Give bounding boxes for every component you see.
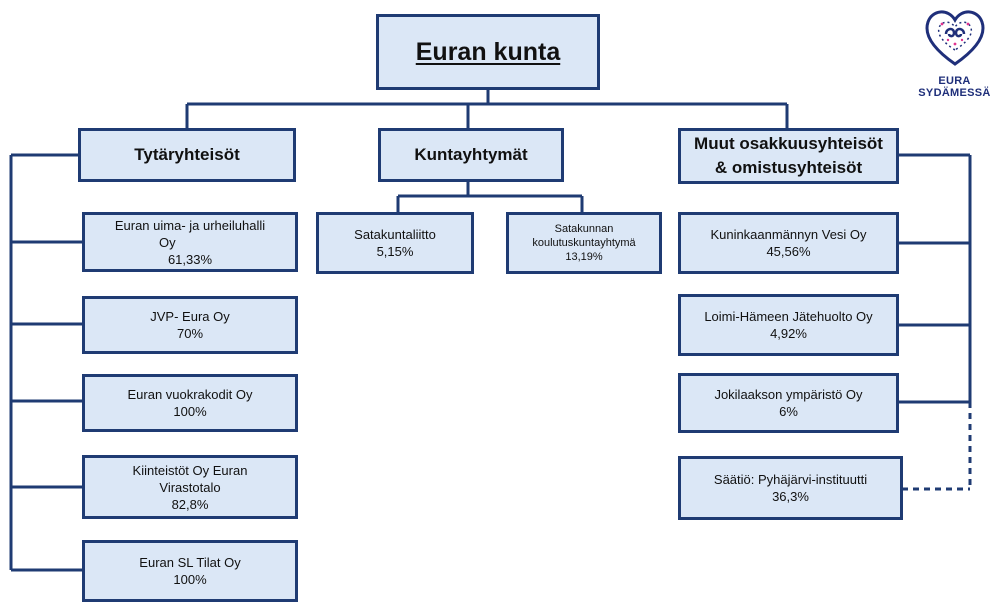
associate-box: Jokilaakson ympäristö Oy 6% <box>678 373 899 433</box>
entity-name: Säätiö: Pyhäjärvi-instituutti <box>713 472 868 487</box>
federation-box: Satakunnan koulutuskuntayhtymä 13,19% <box>506 212 662 274</box>
entity-name: Satakuntaliitto <box>354 227 436 242</box>
group-federations-header: Kuntayhtymät <box>378 128 564 182</box>
ownership-share: 61,33% <box>167 251 213 267</box>
entity-name-line2: Virastotalo <box>159 479 221 495</box>
group-subsidiaries-header: Tytäryhteisöt <box>78 128 296 182</box>
federation-box: Satakuntaliitto 5,15% <box>316 212 474 274</box>
ownership-share: 6% <box>779 404 798 419</box>
logo-text-line2: SYDÄMESSÄ <box>918 87 991 99</box>
ownership-share: 5,15% <box>376 244 414 259</box>
entity-name: Euran vuokrakodit Oy <box>127 387 253 402</box>
ownership-share: 82,8% <box>171 496 209 512</box>
subsidiary-box: Euran SL Tilat Oy 100% <box>82 540 298 602</box>
ownership-share: 4,92% <box>770 326 807 341</box>
entity-name-line2: Oy <box>159 234 176 250</box>
ownership-share: 70% <box>176 326 204 341</box>
root-title: Euran kunta <box>415 37 561 66</box>
ownership-share: 100% <box>173 404 207 419</box>
entity-name: Kiinteistöt Oy Euran <box>132 462 248 478</box>
subsidiary-box: Kiinteistöt Oy Euran Virastotalo 82,8% <box>82 455 298 519</box>
group-title-line2: & omistusyhteisöt <box>714 158 863 177</box>
heart-swirl-icon <box>925 10 984 66</box>
ownership-share: 13,19% <box>565 251 603 263</box>
logo-text-line1: EURA <box>938 75 971 87</box>
eura-logo: EURA SYDÄMESSÄ <box>906 4 1003 104</box>
associate-box: Kuninkaanmännyn Vesi Oy 45,56% <box>678 212 899 274</box>
group-title-line1: Muut osakkuusyhteisöt <box>694 134 883 153</box>
group-associates-header: Muut osakkuusyhteisöt & omistusyhteisöt <box>678 128 899 184</box>
root-box: Euran kunta <box>376 14 600 90</box>
entity-name: Euran uima- ja urheiluhalli <box>114 217 266 233</box>
ownership-share: 36,3% <box>772 489 809 504</box>
entity-name: Euran SL Tilat Oy <box>139 555 241 570</box>
entity-name: Loimi-Hämeen Jätehuolto Oy <box>704 309 873 324</box>
subsidiary-box: Euran uima- ja urheiluhalli Oy 61,33% <box>82 212 298 272</box>
entity-name: Jokilaakson ympäristö Oy <box>714 387 863 402</box>
entity-name: Satakunnan <box>554 223 614 235</box>
ownership-share: 100% <box>173 572 207 587</box>
group-title: Tytäryhteisöt <box>134 145 240 164</box>
entity-name-line2: koulutuskuntayhtymä <box>532 237 636 249</box>
subsidiary-box: Euran vuokrakodit Oy 100% <box>82 374 298 432</box>
subsidiary-box: JVP- Eura Oy 70% <box>82 296 298 354</box>
group-title: Kuntayhtymät <box>414 145 528 164</box>
ownership-share: 45,56% <box>766 244 811 259</box>
entity-name: Kuninkaanmännyn Vesi Oy <box>710 227 867 242</box>
associate-box: Loimi-Hämeen Jätehuolto Oy 4,92% <box>678 294 899 356</box>
entity-name: JVP- Eura Oy <box>150 309 230 324</box>
associate-box: Säätiö: Pyhäjärvi-instituutti 36,3% <box>678 456 903 520</box>
